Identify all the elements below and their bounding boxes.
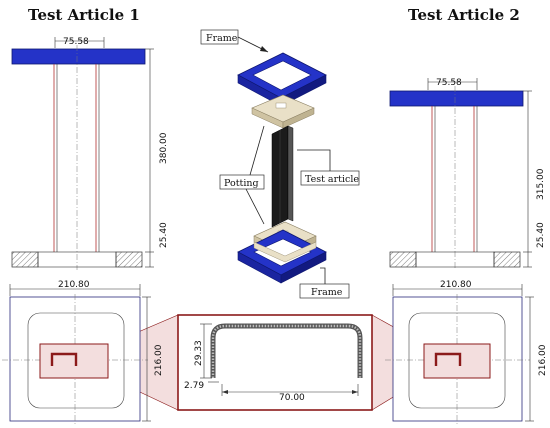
plan-view-test-article-1: 210.80 216.00 bbox=[2, 280, 164, 425]
title-test-article-1: Test Article 1 bbox=[28, 6, 140, 24]
top-potting bbox=[251, 94, 315, 129]
title-test-article-2: Test Article 2 bbox=[408, 6, 520, 24]
dim-base-width-2: 210.80 bbox=[440, 280, 472, 290]
potting-block-right-2 bbox=[493, 251, 521, 268]
plan-view-test-article-2: 210.80 216.00 bbox=[385, 280, 548, 425]
cross-section-detail: 29.33 2.79 70.00 bbox=[177, 314, 373, 411]
cross-section-frame bbox=[177, 314, 373, 411]
leader-test-article bbox=[297, 149, 331, 171]
dim-height-2: 315.00 bbox=[536, 168, 546, 200]
callout-potting: Potting bbox=[224, 178, 259, 189]
dim-base-depth-1: 216.00 bbox=[154, 344, 164, 376]
callout-frame-bottom: Frame bbox=[311, 287, 343, 298]
top-frame bbox=[237, 52, 327, 107]
top-frame-plate-2 bbox=[389, 90, 524, 107]
bottom-frame bbox=[237, 229, 327, 284]
dim-thickness: 2.79 bbox=[184, 381, 204, 391]
potting-block-left-1 bbox=[11, 251, 39, 268]
dim-top-width-1: 75.58 bbox=[63, 37, 89, 47]
dim-base-width-1: 210.80 bbox=[58, 280, 90, 290]
potting-block-left-2 bbox=[389, 251, 417, 268]
dim-base-depth-2: 216.00 bbox=[538, 344, 548, 376]
dim-height-1: 380.00 bbox=[159, 132, 169, 164]
exploded-assembly: Frame Potting Test article Frame bbox=[200, 29, 359, 299]
callout-frame-top: Frame bbox=[206, 33, 238, 44]
elevation-test-article-2: 75.58 315.00 25.40 bbox=[389, 78, 546, 270]
dim-top-width-2: 75.58 bbox=[436, 78, 462, 88]
dim-potting-depth-1: 25.40 bbox=[159, 222, 169, 248]
test-article-part bbox=[271, 125, 294, 228]
top-frame-plate-1 bbox=[11, 48, 146, 65]
dim-section-depth: 29.33 bbox=[194, 340, 204, 366]
elevation-test-article-1: 75.58 380.00 25.40 bbox=[11, 37, 169, 270]
callout-test-article: Test article bbox=[305, 174, 359, 185]
potting-block-right-1 bbox=[115, 251, 143, 268]
leader-potting-top bbox=[249, 125, 265, 176]
leader-frame-bottom bbox=[320, 267, 326, 284]
leader-potting-bottom bbox=[245, 188, 265, 225]
dim-section-width: 70.00 bbox=[279, 393, 305, 403]
dim-potting-depth-2: 25.40 bbox=[536, 222, 546, 248]
callout-frame-bottom-box bbox=[299, 283, 350, 299]
callout-potting-box bbox=[219, 174, 265, 190]
